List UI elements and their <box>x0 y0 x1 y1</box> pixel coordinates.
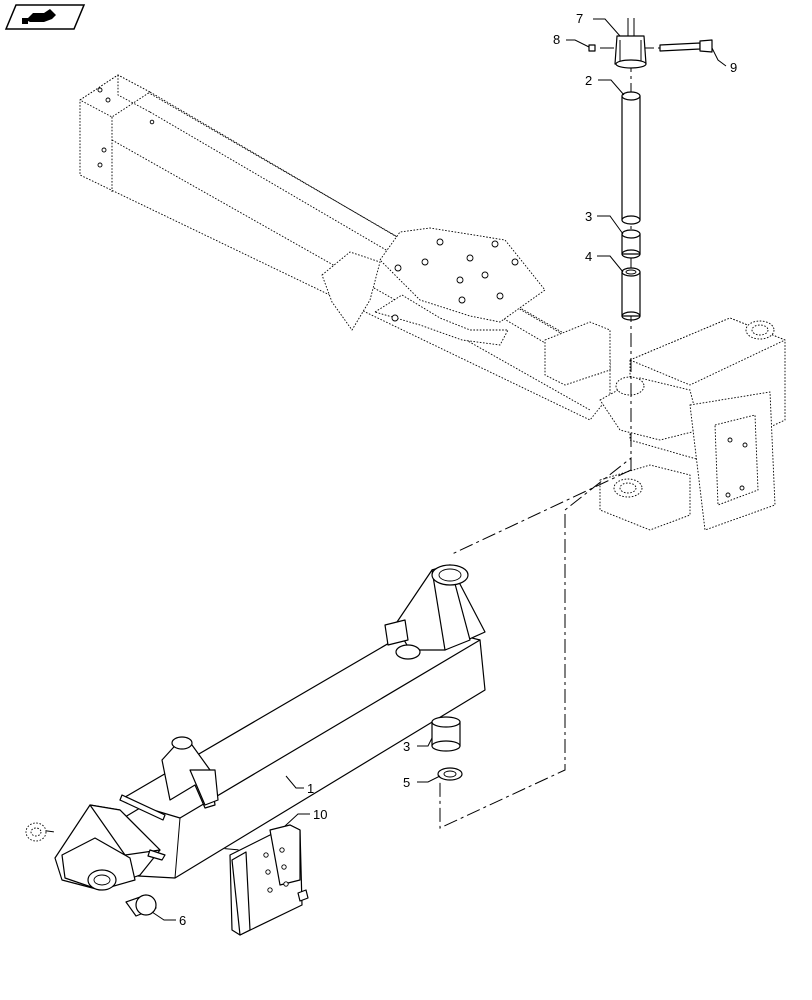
part-10-mounting-plate[interactable] <box>229 824 309 936</box>
callout-7: 7 <box>576 11 583 26</box>
part-2-pivot-pin[interactable] <box>621 91 641 225</box>
callout-4: 4 <box>585 249 592 264</box>
pointing-hand-icon <box>22 9 56 24</box>
part-3-upper-bushing[interactable] <box>621 229 641 259</box>
navigation-badge[interactable] <box>4 4 86 30</box>
part-4-sleeve[interactable] <box>621 267 641 321</box>
part-7-clamp-bracket[interactable] <box>614 18 647 69</box>
callout-6: 6 <box>179 913 186 928</box>
callout-9: 9 <box>730 60 737 75</box>
part-8-nut[interactable] <box>588 44 596 52</box>
part-3-lower-bushing[interactable] <box>431 716 461 752</box>
callout-1: 1 <box>307 781 314 796</box>
part-1-arm-assembly[interactable] <box>54 564 486 891</box>
part-5-washer[interactable] <box>437 767 463 781</box>
callout-3a: 3 <box>585 209 592 224</box>
callout-10: 10 <box>313 807 327 822</box>
frame-phantom-assembly <box>79 74 786 531</box>
callout-5: 5 <box>403 775 410 790</box>
part-6-bushing[interactable] <box>125 894 157 917</box>
part-9-bolt[interactable] <box>659 39 713 53</box>
callout-8: 8 <box>553 32 560 47</box>
phantom-bushing <box>25 822 47 842</box>
callout-3b: 3 <box>403 739 410 754</box>
callout-leaders <box>151 18 727 921</box>
callout-labels: 7 8 9 2 3 4 1 10 3 5 6 <box>179 11 737 928</box>
callout-2: 2 <box>585 73 592 88</box>
